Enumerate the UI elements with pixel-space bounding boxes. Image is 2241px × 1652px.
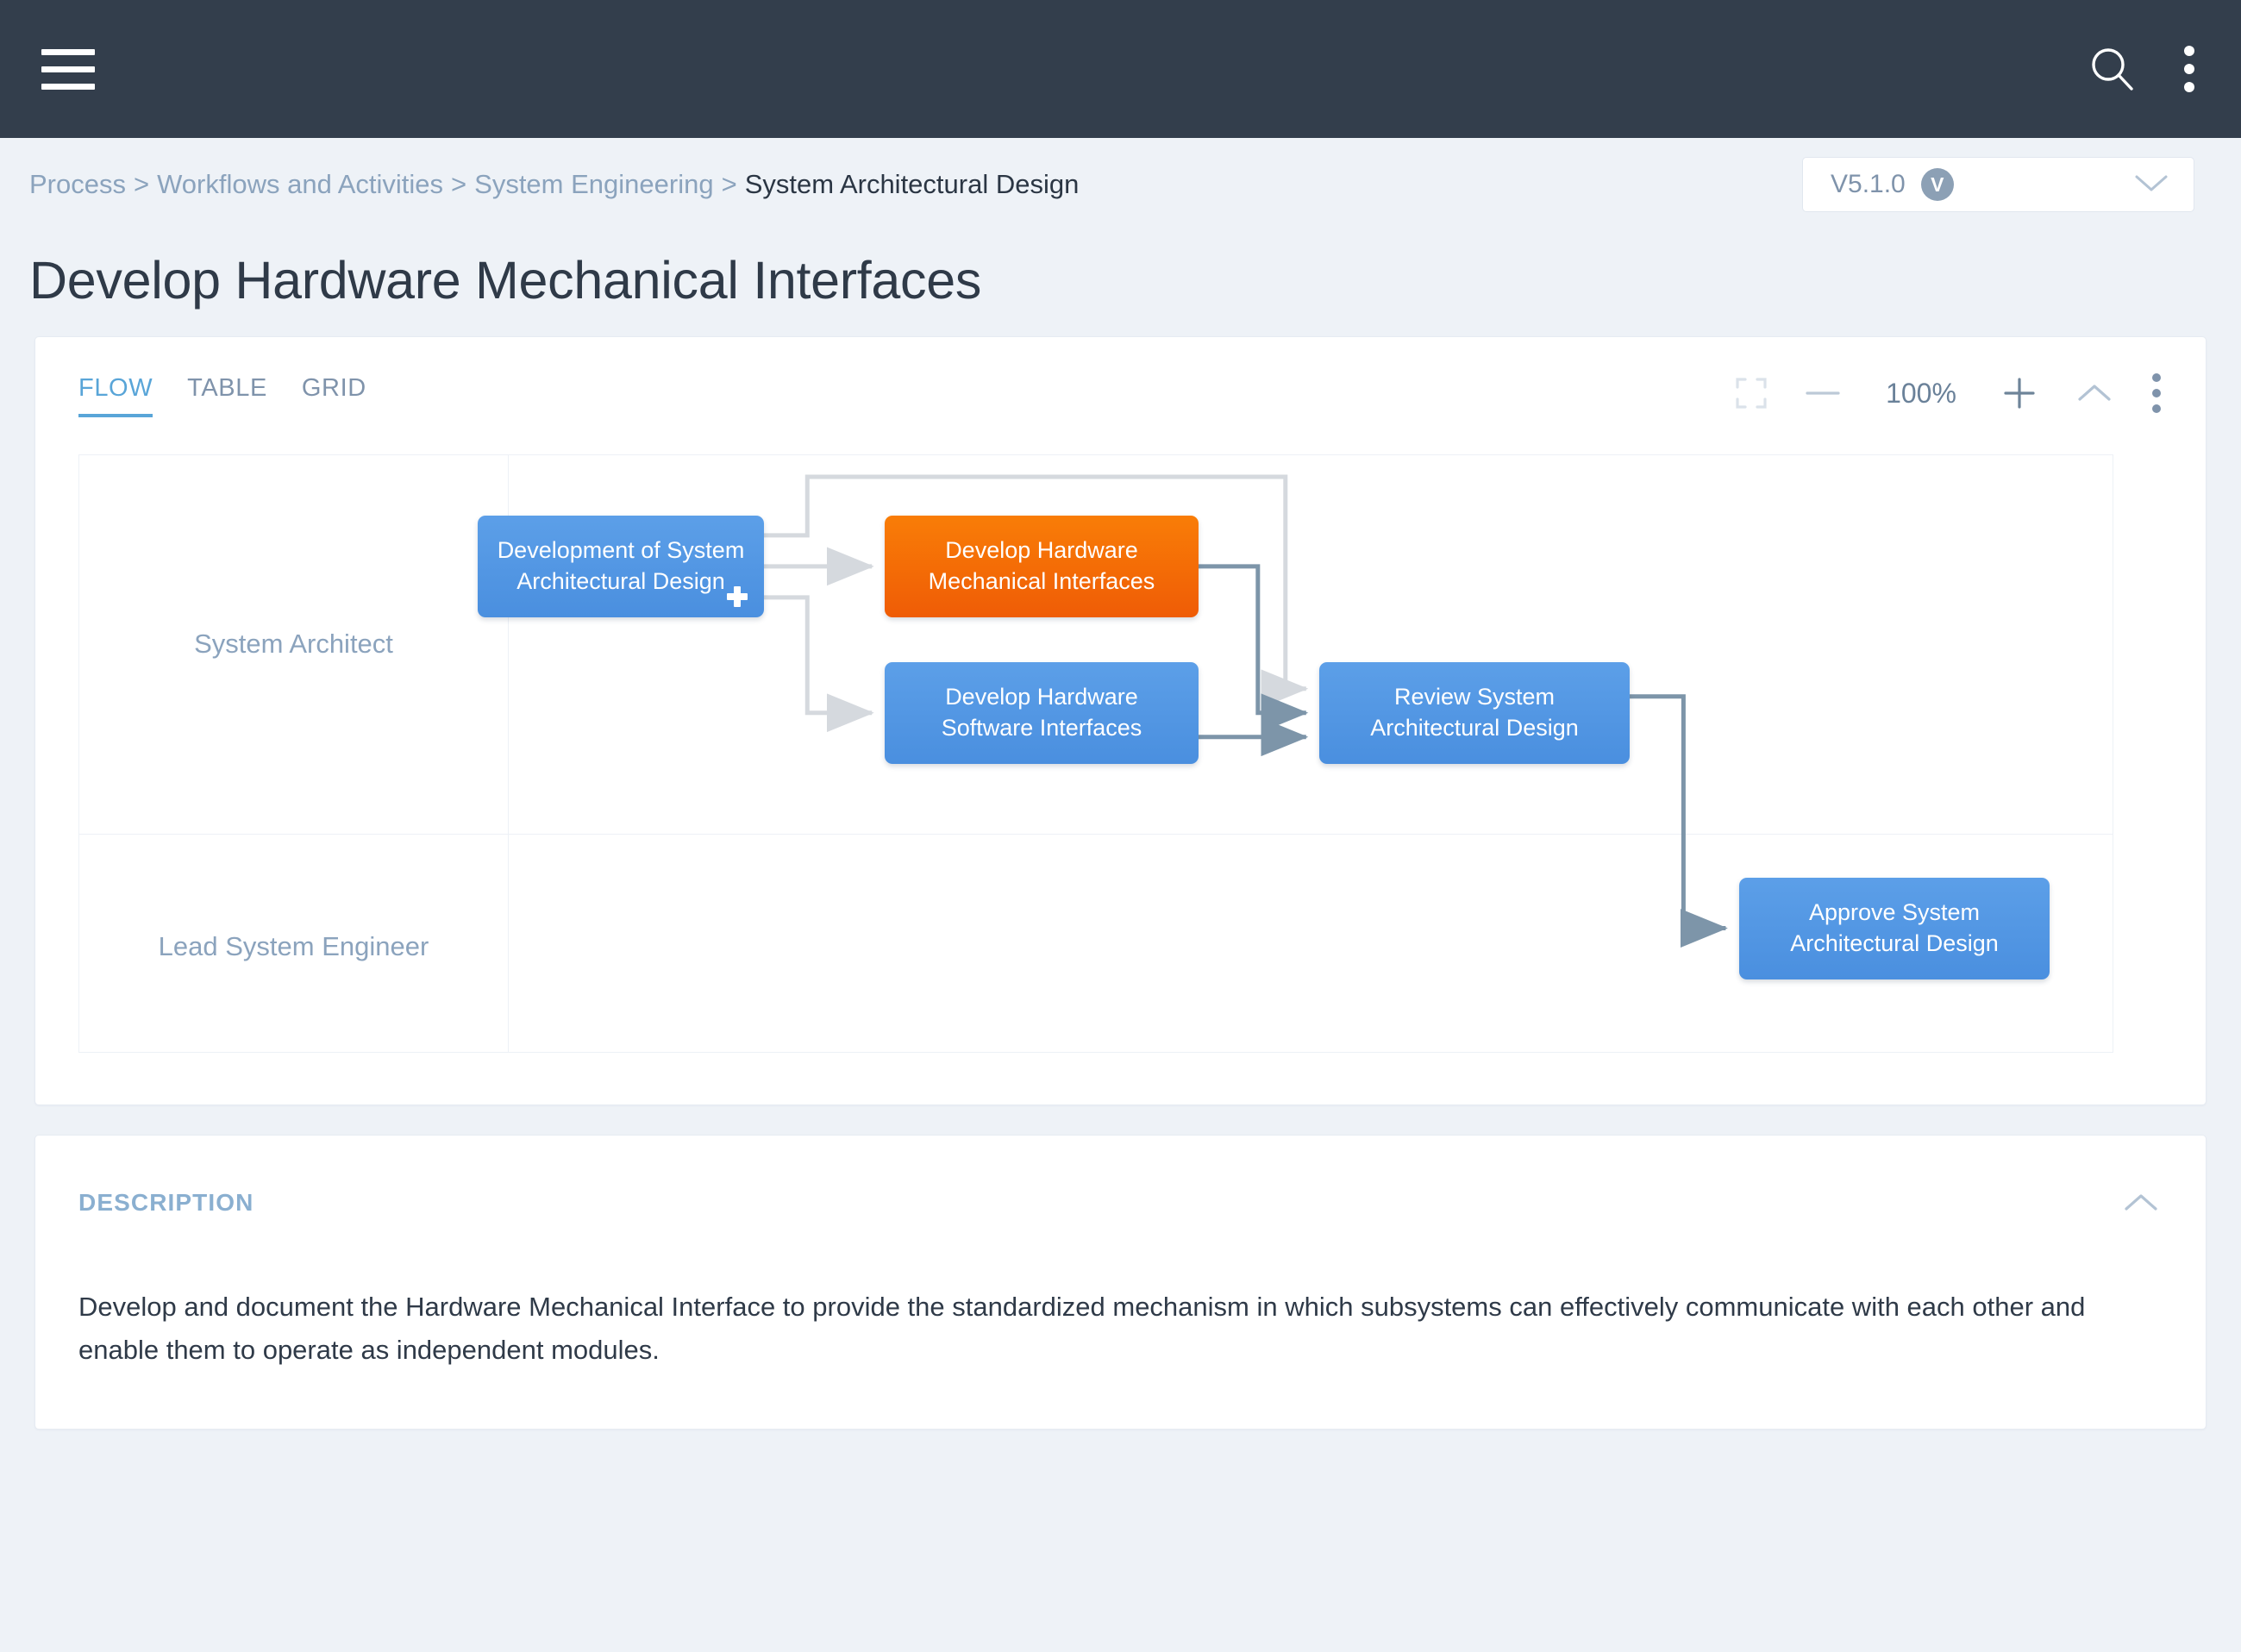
hamburger-bar xyxy=(41,48,95,55)
kebab-menu-icon[interactable] xyxy=(2184,46,2194,92)
version-selector-value-group: V5.1.0 V xyxy=(1831,168,1954,201)
view-tabs: FLOW TABLE GRID xyxy=(78,374,366,417)
version-selector[interactable]: V5.1.0 V xyxy=(1802,157,2194,212)
hamburger-bar xyxy=(41,83,95,90)
flow-node-development-of-system-architectural-design[interactable]: Development of System Architectural Desi… xyxy=(478,516,764,617)
app-header-actions xyxy=(2088,44,2194,94)
description-text: Develop and document the Hardware Mechan… xyxy=(78,1292,2086,1366)
tab-grid[interactable]: GRID xyxy=(301,374,366,402)
flow-node-label: Develop Hardware Mechanical Interfaces xyxy=(928,537,1155,594)
lane-column-divider xyxy=(508,455,509,1052)
hamburger-menu-icon[interactable] xyxy=(41,29,95,110)
breadcrumb: Process > Workflows and Activities > Sys… xyxy=(29,169,1079,200)
page-title: Develop Hardware Mechanical Interfaces xyxy=(29,251,982,310)
edge-n4-n5 xyxy=(1628,694,1728,948)
description-header: DESCRIPTION xyxy=(35,1136,2206,1217)
breadcrumb-item-workflows-and-activities[interactable]: Workflows and Activities xyxy=(157,169,444,199)
swimlane-diagram[interactable]: System Architect Lead System Engineer xyxy=(78,454,2113,1053)
edge-n1-n3 xyxy=(763,595,874,733)
flow-node-develop-hardware-mechanical-interfaces[interactable]: Develop Hardware Mechanical Interfaces xyxy=(885,516,1199,617)
breadcrumb-separator: > xyxy=(133,169,150,199)
kebab-dot xyxy=(2152,389,2161,397)
breadcrumb-item-system-engineering[interactable]: System Engineering xyxy=(474,169,714,199)
description-card: DESCRIPTION Develop and document the Har… xyxy=(34,1135,2207,1430)
breadcrumb-item-process[interactable]: Process xyxy=(29,169,126,199)
tab-flow[interactable]: FLOW xyxy=(78,374,153,417)
tab-table[interactable]: TABLE xyxy=(187,374,267,402)
fullscreen-icon[interactable] xyxy=(1735,377,1768,410)
version-selector-value: V5.1.0 xyxy=(1831,170,1906,198)
lane-row-divider xyxy=(79,834,2113,835)
lane-label-system-architect: System Architect xyxy=(194,629,393,659)
hamburger-bar xyxy=(41,66,95,72)
chevron-up-icon[interactable] xyxy=(2075,381,2114,405)
kebab-menu-icon[interactable] xyxy=(2152,373,2161,413)
kebab-dot xyxy=(2152,404,2161,413)
edge-n1-n4 xyxy=(763,474,1309,709)
flow-edges xyxy=(763,474,1728,948)
chevron-up-icon[interactable] xyxy=(2121,1191,2161,1215)
flow-node-develop-hardware-software-interfaces[interactable]: Develop Hardware Software Interfaces xyxy=(885,662,1199,764)
kebab-dot xyxy=(2152,373,2161,382)
app-header xyxy=(0,0,2241,138)
kebab-dot xyxy=(2184,82,2194,92)
flow-diagram-wrapper: System Architect Lead System Engineer xyxy=(35,418,2206,1104)
flow-node-label: Approve System Architectural Design xyxy=(1790,899,1999,956)
description-title: DESCRIPTION xyxy=(78,1189,254,1216)
kebab-dot xyxy=(2184,64,2194,74)
flow-card: FLOW TABLE GRID 100% xyxy=(34,336,2207,1105)
kebab-dot xyxy=(2184,46,2194,56)
flow-node-label: Development of System Architectural Desi… xyxy=(497,537,745,594)
chevron-down-icon[interactable] xyxy=(2131,170,2171,200)
flow-toolbar: FLOW TABLE GRID 100% xyxy=(35,337,2206,418)
expand-plus-icon[interactable] xyxy=(727,586,748,607)
version-badge: V xyxy=(1920,168,1954,201)
lane-label-lead-system-engineer: Lead System Engineer xyxy=(158,931,429,961)
edge-n2-n4 xyxy=(1197,564,1309,733)
zoom-out-button[interactable] xyxy=(1806,388,1840,398)
breadcrumb-item-system-architectural-design: System Architectural Design xyxy=(744,169,1080,199)
breadcrumb-separator: > xyxy=(451,169,467,199)
flow-node-review-system-architectural-design[interactable]: Review System Architectural Design xyxy=(1319,662,1630,764)
search-icon[interactable] xyxy=(2088,44,2138,94)
breadcrumb-row: Process > Workflows and Activities > Sys… xyxy=(0,138,2241,231)
zoom-level: 100% xyxy=(1886,377,1956,409)
zoom-in-button[interactable] xyxy=(2002,376,2037,410)
breadcrumb-separator: > xyxy=(721,169,737,199)
flow-node-label: Develop Hardware Software Interfaces xyxy=(941,684,1142,741)
zoom-controls: 100% xyxy=(1735,373,2161,418)
flow-node-label: Review System Architectural Design xyxy=(1370,684,1579,741)
flow-node-approve-system-architectural-design[interactable]: Approve System Architectural Design xyxy=(1739,878,2050,979)
